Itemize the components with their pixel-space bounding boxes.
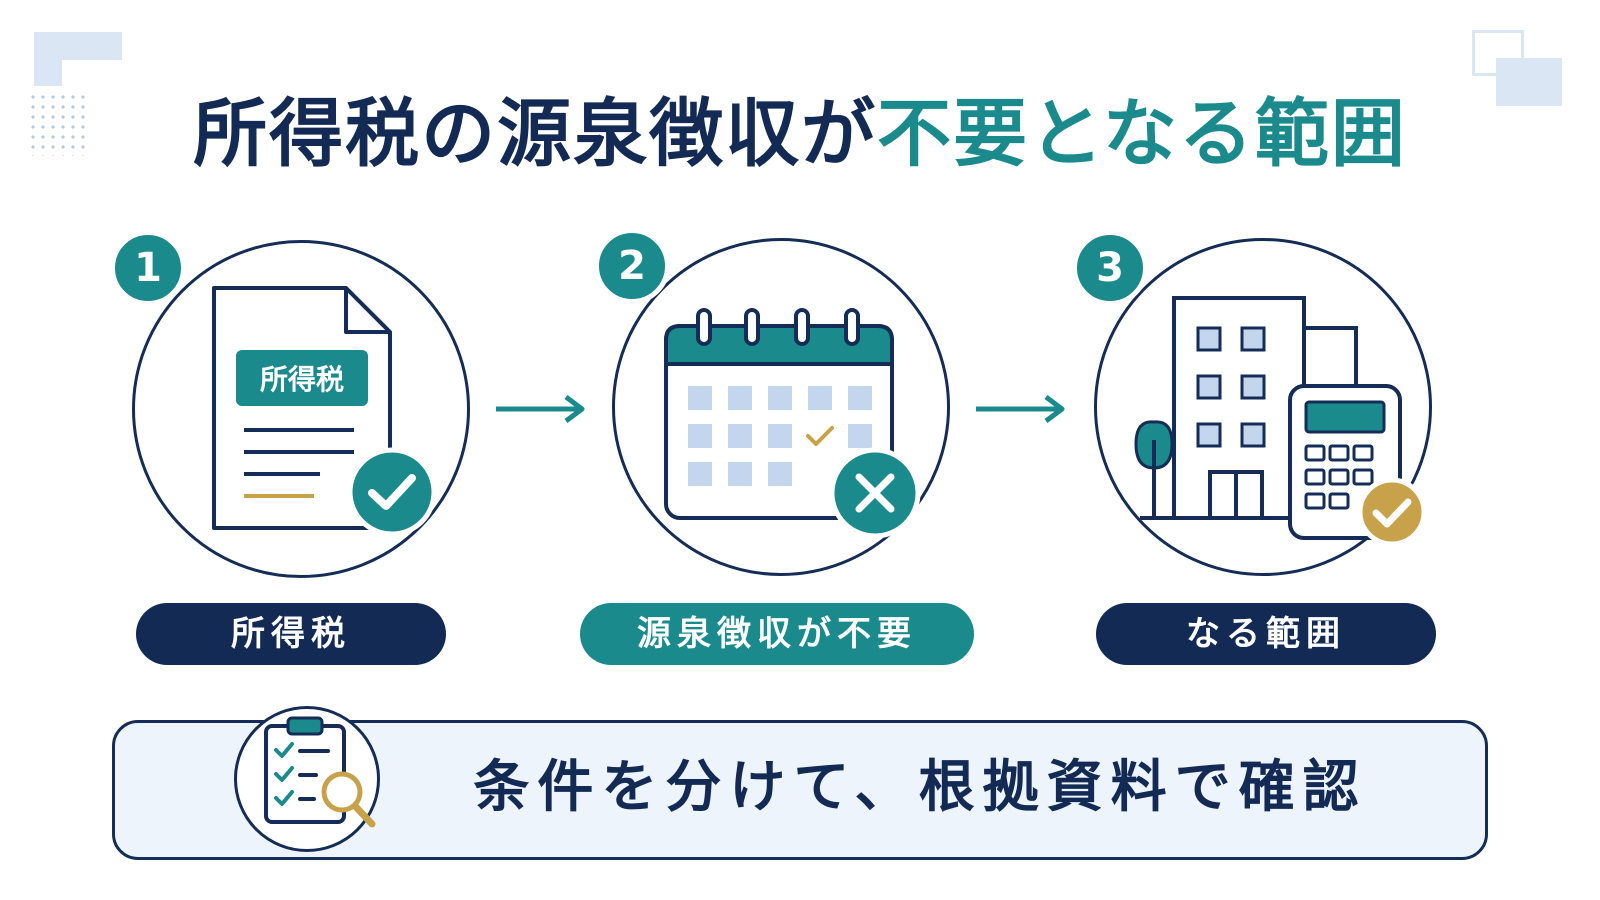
title-part-1: 所得税の源泉徴収が — [193, 91, 878, 177]
corner-decoration-top-left-bar — [34, 32, 62, 86]
arrow-right-icon — [976, 395, 1065, 423]
cross-circle-icon — [829, 447, 921, 539]
step-3-number-badge: 3 — [1072, 230, 1148, 306]
calendar-icon — [664, 308, 894, 520]
dot-grid-decoration — [28, 92, 88, 156]
check-circle-icon — [347, 447, 437, 537]
page-title: 所得税の源泉徴収が不要となる範囲 — [0, 84, 1600, 184]
title-part-2: 不要となる範囲 — [877, 91, 1407, 177]
corner-decoration-top-right — [1496, 58, 1562, 106]
step-3-label: なる範囲 — [1096, 603, 1436, 665]
step-2-number-badge: 2 — [594, 228, 670, 304]
step-1-label: 所得税 — [136, 603, 446, 665]
tax-document-icon — [212, 286, 392, 530]
checklist-magnifier-icon — [264, 716, 376, 828]
gold-check-circle-icon — [1357, 477, 1427, 547]
document-tax-label: 所得税 — [259, 363, 344, 396]
building-calculator-icon — [1134, 296, 1402, 540]
summary-text: 条件を分けて、根拠資料で確認 — [473, 755, 1367, 820]
step-1-number-badge: 1 — [110, 230, 186, 306]
arrow-right-icon — [496, 395, 585, 423]
step-2-label: 源泉徴収が不要 — [580, 603, 974, 665]
